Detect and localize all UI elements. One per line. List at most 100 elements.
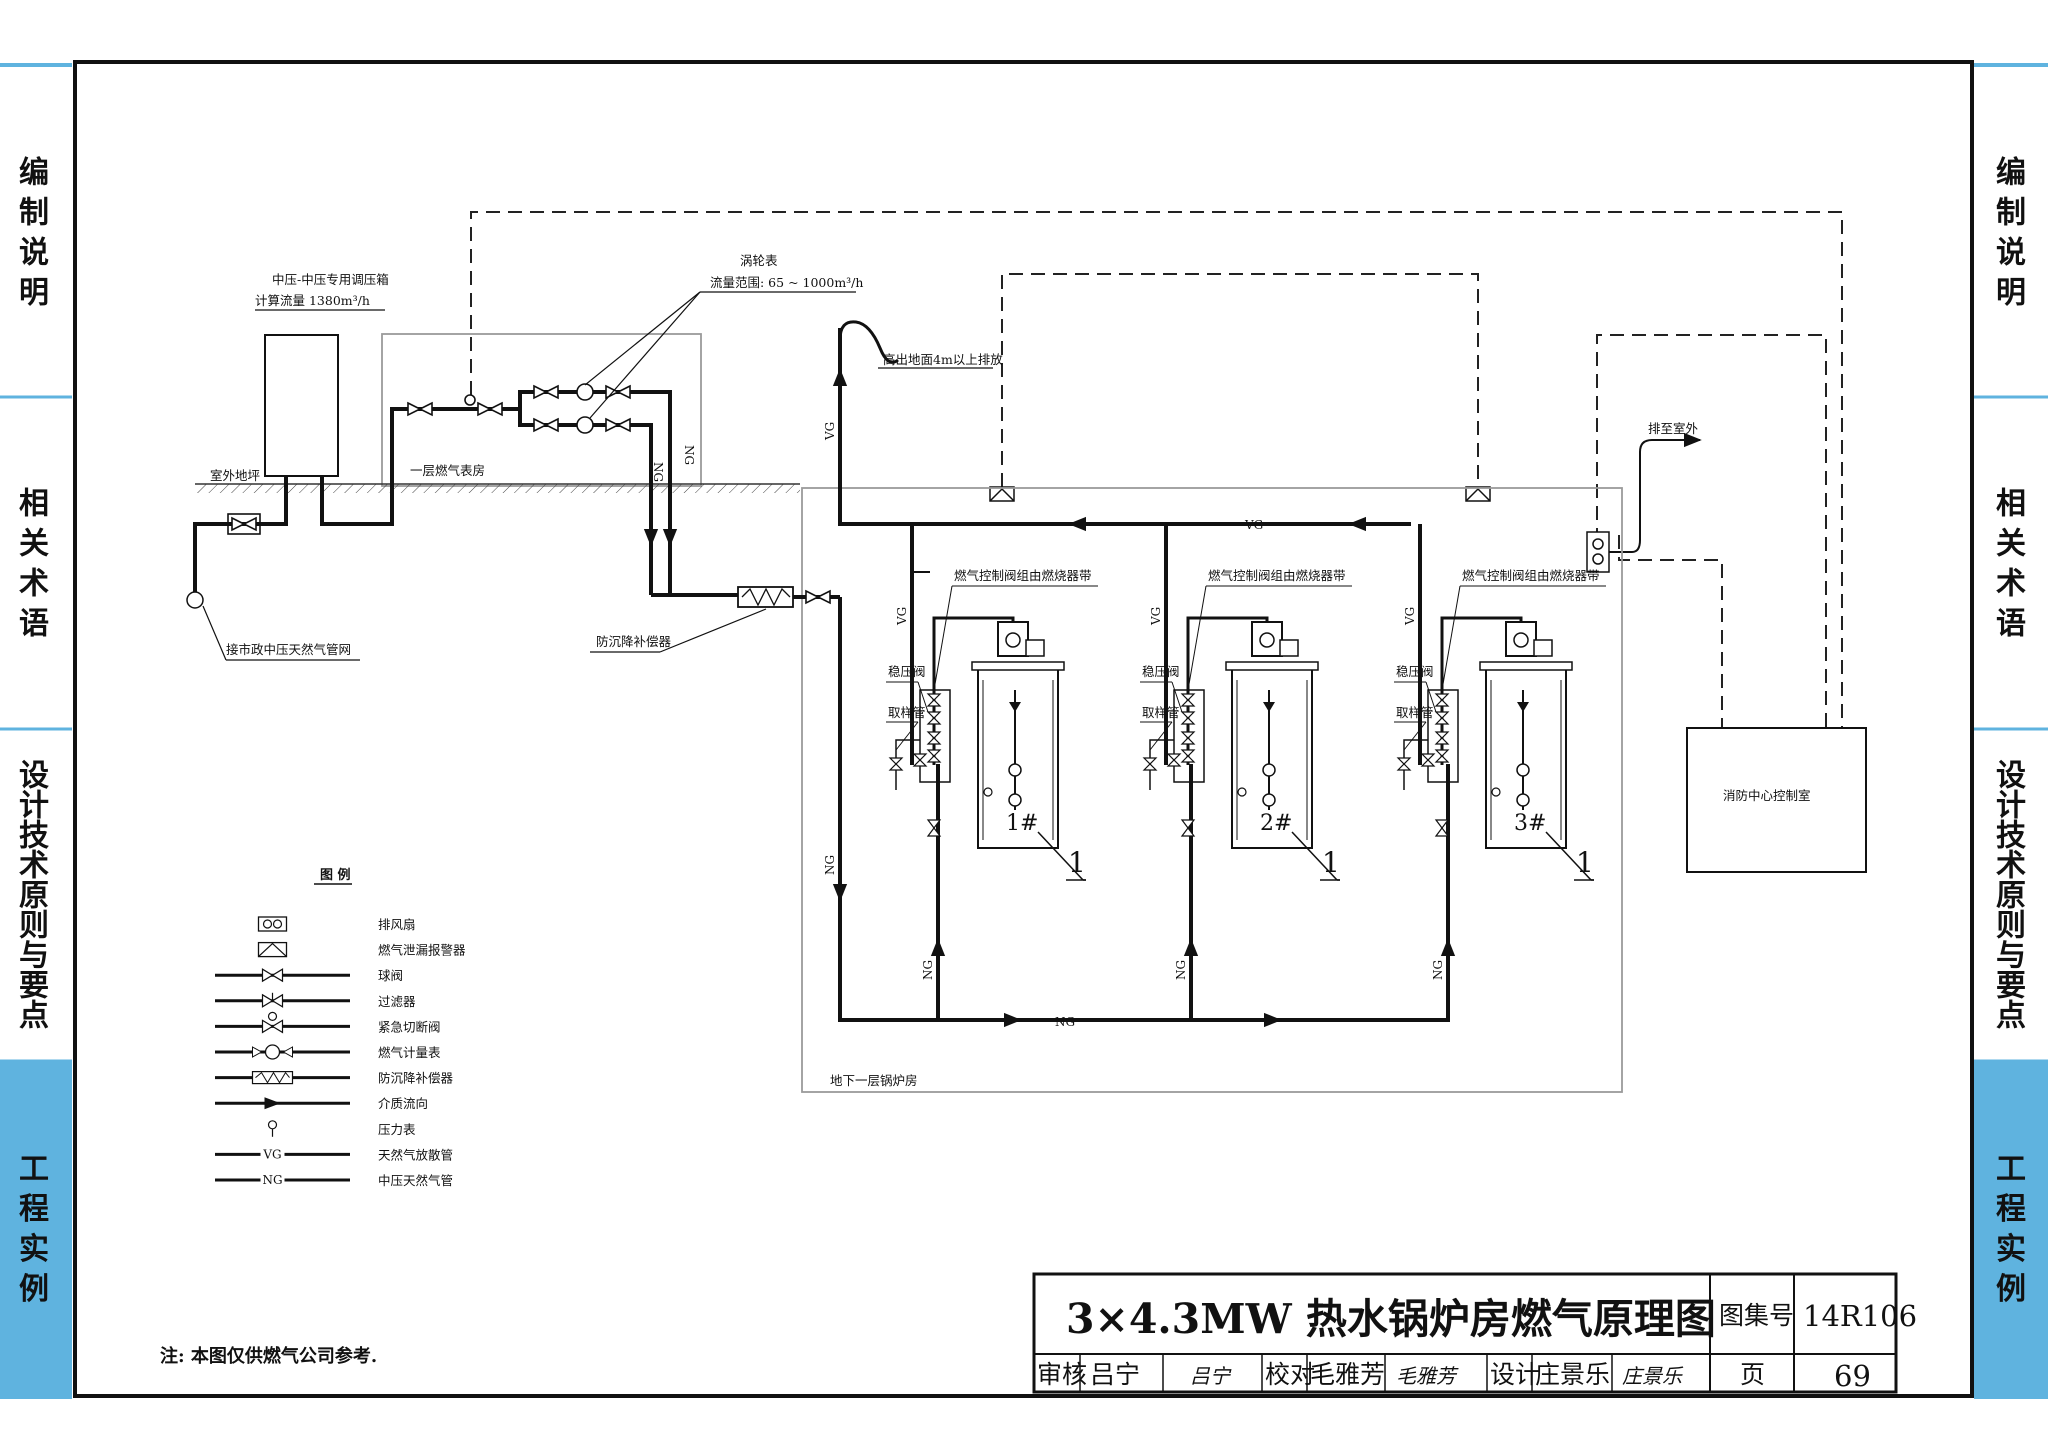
left-tab-3-char[interactable]: 点 xyxy=(19,999,49,1034)
legend-pipe-tag: NG xyxy=(262,1173,282,1187)
left-tab-4-char[interactable]: 程 xyxy=(19,1192,49,1227)
fire-control-label: 消防中心控制室 xyxy=(1723,788,1811,803)
left-tab-bg-4-active xyxy=(0,1062,72,1396)
boiler-body xyxy=(1231,667,1313,849)
left-tab-1-char[interactable]: 说 xyxy=(19,236,49,271)
right-tab-bg-4-active xyxy=(1974,1062,2048,1396)
right-tab-3-char[interactable]: 设 xyxy=(1996,759,2026,794)
legend-label: 天然气放散管 xyxy=(378,1147,453,1162)
right-tab-4-char[interactable]: 例 xyxy=(1996,1272,2026,1307)
exhaust-out-label: 排至室外 xyxy=(1648,421,1699,436)
left-tab-1-char[interactable]: 编 xyxy=(19,156,49,191)
footnote: 注: 本图仅供燃气公司参考. xyxy=(160,1345,377,1367)
svg-text:NG: NG xyxy=(651,462,665,482)
left-tab-3-char[interactable]: 原 xyxy=(19,879,49,914)
right-tab-4-char[interactable]: 工 xyxy=(1996,1152,2026,1187)
left-tab-2-char[interactable]: 相 xyxy=(19,487,49,522)
right-tab-3-char[interactable]: 与 xyxy=(1996,939,2026,974)
legend-item-vent-pipe: VG 天然气放散管 xyxy=(215,1146,453,1163)
left-tab-4-char[interactable]: 例 xyxy=(19,1272,49,1307)
left-tab-3-char[interactable]: 要 xyxy=(19,969,49,1004)
right-tab-1-char[interactable]: 制 xyxy=(1996,196,2026,231)
right-tab-2-char[interactable]: 语 xyxy=(1996,607,2026,642)
boiler-body xyxy=(977,667,1059,849)
left-tab-bg-3 xyxy=(0,730,72,1062)
page-number: 69 xyxy=(1834,1359,1871,1393)
left-tab-3-char[interactable]: 设 xyxy=(19,759,49,794)
right-tab-3-char[interactable]: 术 xyxy=(1996,849,2026,884)
sampling-label: 取样管 xyxy=(1396,705,1434,720)
right-tab-1-char[interactable]: 编 xyxy=(1996,156,2026,191)
left-tab-3-char[interactable]: 则 xyxy=(19,909,49,944)
legend-pipe-tag: VG xyxy=(262,1147,281,1161)
boiler-callout: 1 xyxy=(1068,846,1086,879)
boiler-callout: 1 xyxy=(1322,846,1340,879)
legend-label: 球阀 xyxy=(378,968,403,983)
pipe-tags: NG NG VG NG VG NG VG VG VG NG NG NG xyxy=(651,422,1445,1029)
right-tab-2-char[interactable]: 关 xyxy=(1996,527,2026,562)
atlas-label: 图集号 xyxy=(1719,1301,1794,1330)
right-tab-3-char[interactable]: 点 xyxy=(1996,999,2026,1034)
legend-label: 压力表 xyxy=(378,1122,416,1137)
turbine-meter-2 xyxy=(576,416,594,434)
right-tab-3-char[interactable]: 原 xyxy=(1996,879,2026,914)
legend-item-exhaust-fan: 排风扇 xyxy=(257,916,416,932)
right-tab-2-char[interactable]: 相 xyxy=(1996,487,2026,522)
stabilizer-label: 稳压阀 xyxy=(1142,664,1180,679)
right-tab-4-char[interactable]: 实 xyxy=(1996,1232,2026,1267)
ng-pipe-network xyxy=(193,328,1450,1022)
svg-text:VG: VG xyxy=(1403,607,1417,626)
right-tab-3-char[interactable]: 计 xyxy=(1996,789,2026,824)
legend-label: 防沉降补偿器 xyxy=(378,1071,454,1086)
left-tab-3-char[interactable]: 计 xyxy=(19,789,49,824)
svg-text:VG: VG xyxy=(1244,518,1263,532)
left-tab-4-char[interactable]: 工 xyxy=(19,1152,49,1187)
right-tab-1-char[interactable]: 说 xyxy=(1996,236,2026,271)
regulator-title: 中压-中压专用调压箱 xyxy=(272,272,389,287)
boiler-number: 3# xyxy=(1514,811,1546,836)
anti-settlement-label: 防沉降补偿器 xyxy=(596,634,672,649)
left-tab-2-char[interactable]: 关 xyxy=(19,527,49,562)
left-tab-bg-2 xyxy=(0,398,72,730)
right-tab-1-char[interactable]: 明 xyxy=(1996,276,2026,311)
left-tab-3-char[interactable]: 与 xyxy=(19,939,49,974)
left-tab-1-char[interactable]: 制 xyxy=(19,196,49,231)
signal-wiring xyxy=(470,211,1843,727)
left-tab-4-char[interactable]: 实 xyxy=(19,1232,49,1267)
legend-label: 紧急切断阀 xyxy=(378,1019,441,1034)
turbine-meter-title: 涡轮表 xyxy=(740,253,778,268)
gas-leak-alarm-1 xyxy=(989,486,1015,502)
city-main-gauge xyxy=(186,591,204,609)
right-tab-2-char[interactable]: 术 xyxy=(1996,567,2026,602)
right-tab-4-char[interactable]: 程 xyxy=(1996,1192,2026,1227)
legend-item-gas-leak-alarm: 燃气泄漏报警器 xyxy=(257,941,466,958)
legend: 图 例 排风扇燃气泄漏报警器球阀过滤器紧急切断阀燃气计量表防沉降补偿器介质流向压… xyxy=(215,867,466,1188)
legend-item-flow-direction: 介质流向 xyxy=(215,1096,428,1111)
turbine-meter-range: 流量范围: 65 ~ 1000m³/h xyxy=(710,275,863,290)
right-tab-3-char[interactable]: 要 xyxy=(1996,969,2026,1004)
burner-valve-label: 燃气控制阀组由燃烧器带 xyxy=(954,568,1092,583)
boiler-body xyxy=(1485,667,1567,849)
left-tab-2-char[interactable]: 语 xyxy=(19,607,49,642)
svg-text:NG: NG xyxy=(1055,1015,1075,1029)
basement-room-label: 地下一层锅炉房 xyxy=(830,1073,918,1088)
svg-text:VG: VG xyxy=(895,607,909,626)
regulator-flow: 计算流量 1380m³/h xyxy=(255,293,370,308)
right-tab-3-char[interactable]: 则 xyxy=(1996,909,2026,944)
boiler-number: 2# xyxy=(1260,811,1292,836)
outdoor-ground-label: 室外地坪 xyxy=(210,468,260,483)
right-tab-3-char[interactable]: 技 xyxy=(1996,819,2026,854)
legend-item-filter: 过滤器 xyxy=(215,992,416,1009)
left-tab-1-char[interactable]: 明 xyxy=(19,276,49,311)
fire-control-center xyxy=(1686,727,1867,873)
svg-text:VG: VG xyxy=(1149,607,1163,626)
left-tab-3-char[interactable]: 技 xyxy=(19,819,49,854)
left-tab-3-char[interactable]: 术 xyxy=(19,849,49,884)
svg-text:NG: NG xyxy=(1431,960,1445,980)
left-tab-2-char[interactable]: 术 xyxy=(19,567,49,602)
stabilizer-label: 稳压阀 xyxy=(1396,664,1434,679)
svg-text:NG: NG xyxy=(823,855,837,875)
